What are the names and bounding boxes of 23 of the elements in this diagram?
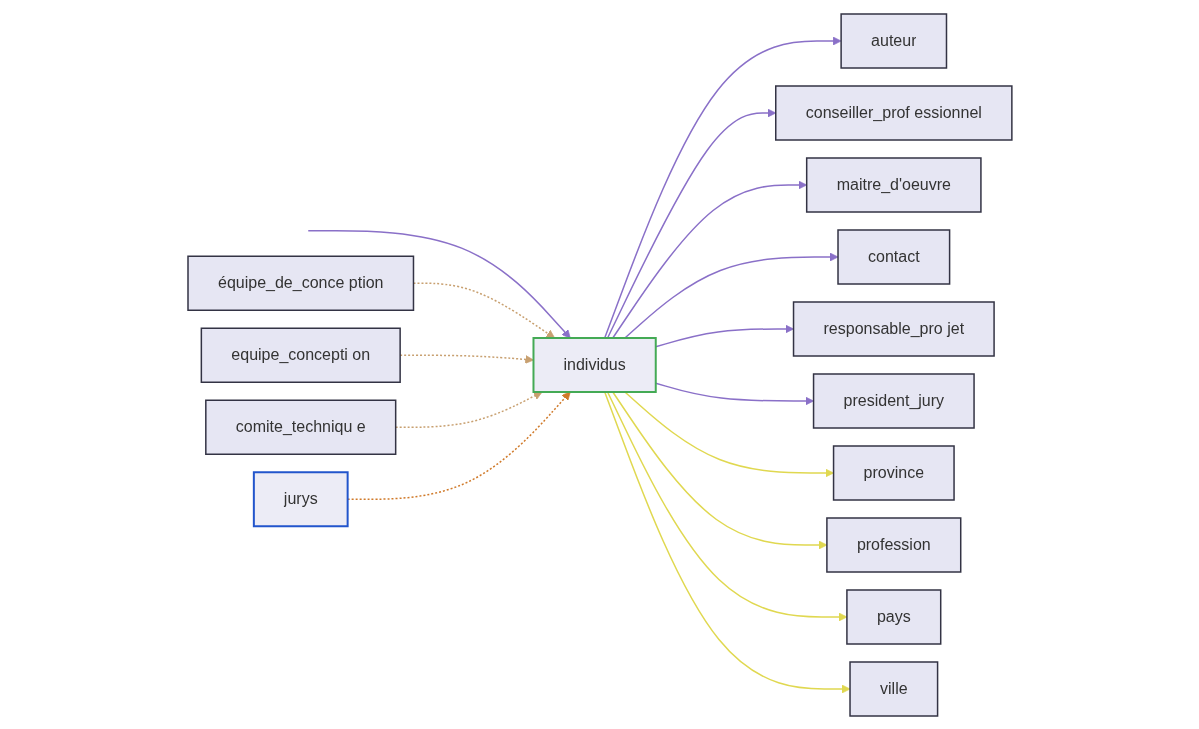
arrow	[623, 252, 838, 339]
arrow	[606, 390, 847, 621]
node-box: auteur	[839, 12, 947, 69]
node-box: équipe_de_conce ption	[186, 255, 414, 311]
node-box: comite_techniqu e	[204, 399, 396, 455]
node-box: province	[832, 444, 955, 501]
node-box: maitre_d'oeuvre	[805, 156, 982, 213]
arrow	[623, 390, 834, 477]
node-box: pays	[845, 588, 941, 645]
node-box: equipe_concepti on	[200, 327, 401, 383]
node-box: ville	[848, 660, 938, 717]
arrow	[606, 108, 776, 339]
arrow	[603, 390, 850, 693]
node-box: jurys	[252, 470, 349, 527]
node-box: profession	[825, 516, 962, 573]
node-box: contact	[836, 228, 950, 285]
node-box: conseiller_prof essionnel	[774, 84, 1013, 141]
node-box: individus	[532, 336, 657, 393]
arrow	[307, 229, 571, 338]
node-box: responsable_pro jet	[792, 300, 995, 357]
arrow	[611, 390, 827, 549]
arrow	[611, 180, 807, 339]
node-box: president_jury	[812, 372, 975, 429]
